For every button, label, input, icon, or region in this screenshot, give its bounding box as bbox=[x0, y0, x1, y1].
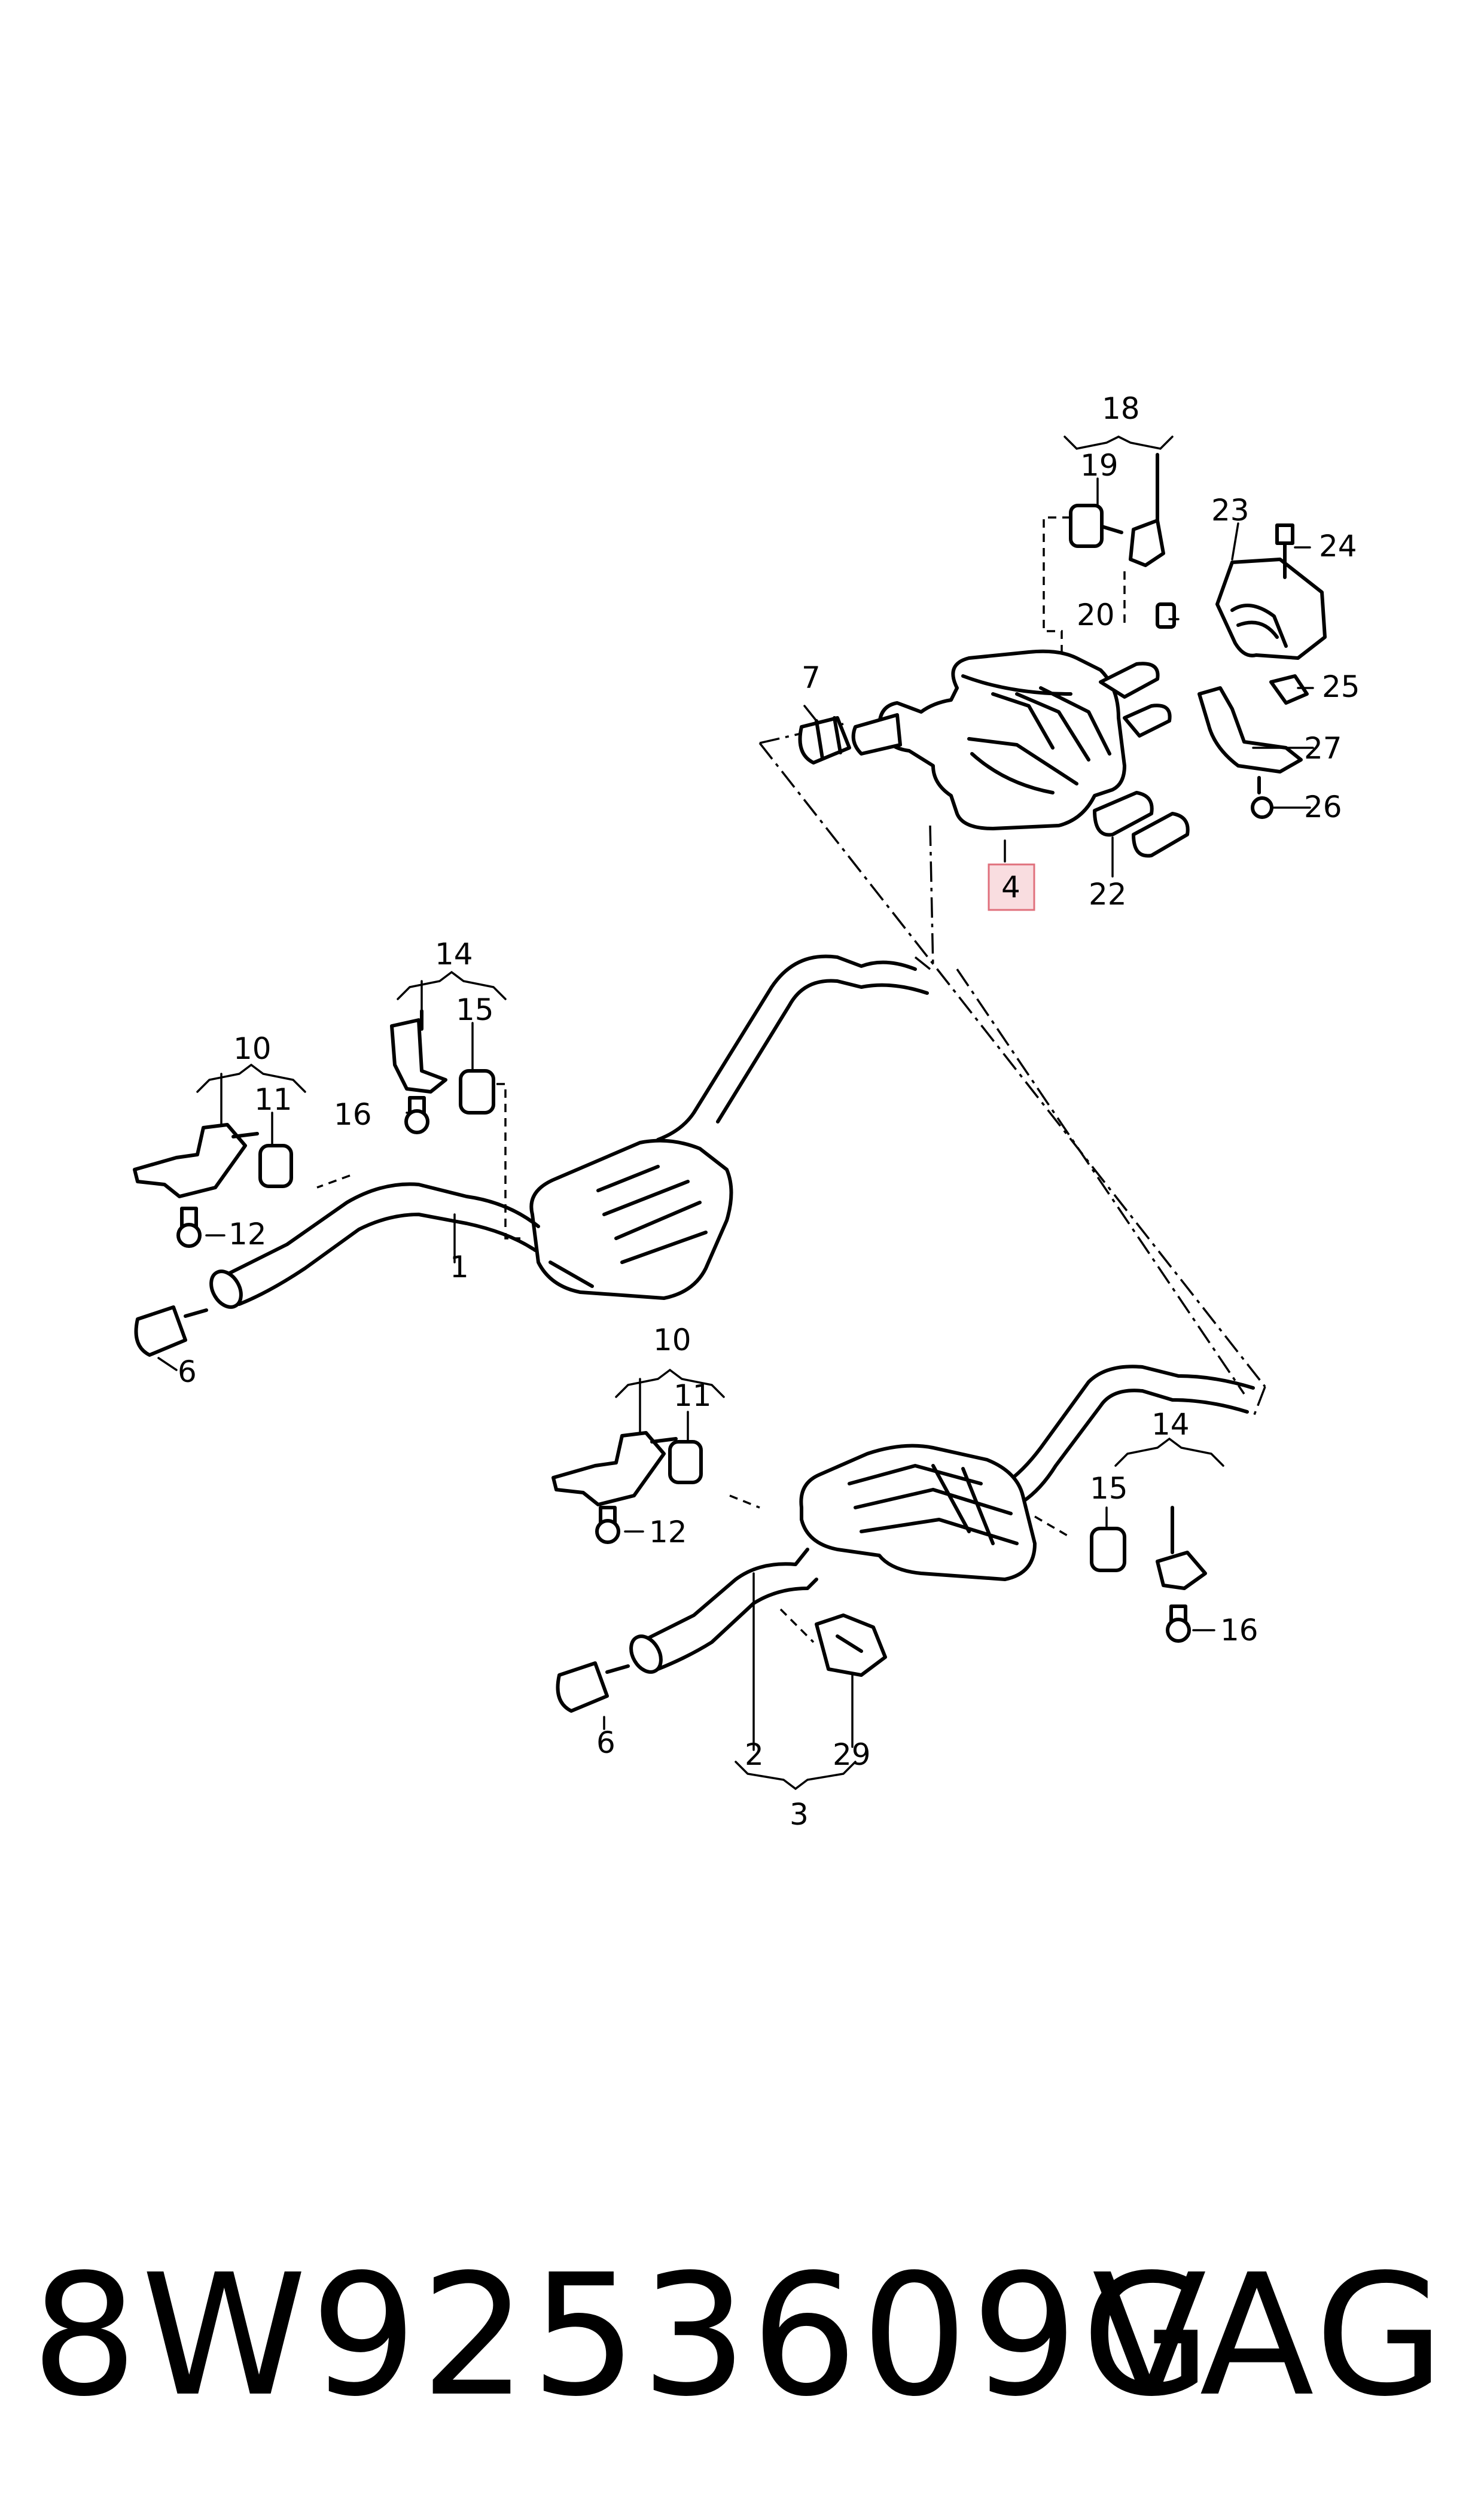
centre-silencer-assembly bbox=[551, 1365, 1255, 1713]
callout-10b: 10 bbox=[653, 1323, 691, 1357]
nut-part-25 bbox=[1269, 674, 1309, 705]
brand-name: VAG bbox=[1092, 2239, 1448, 2434]
callout-14: 14 bbox=[435, 937, 473, 972]
screw-part-24 bbox=[1275, 523, 1294, 579]
callout-6: 6 bbox=[178, 1354, 197, 1389]
callout-24: 24 bbox=[1319, 529, 1357, 564]
callout-14b: 14 bbox=[1151, 1407, 1190, 1442]
callout-labels: 18 19 20 23 24 25 27 26 7 4 22 14 15 16 … bbox=[178, 391, 1360, 1832]
callout-12: 12 bbox=[228, 1217, 267, 1252]
callout-4: 4 bbox=[1001, 870, 1020, 905]
clamp-part-7 bbox=[798, 716, 851, 765]
callout-27: 27 bbox=[1304, 731, 1342, 766]
callout-6b: 6 bbox=[596, 1725, 615, 1760]
callout-22: 22 bbox=[1089, 877, 1127, 912]
callout-11: 11 bbox=[254, 1082, 292, 1117]
callout-10: 10 bbox=[233, 1031, 272, 1066]
callout-7: 7 bbox=[802, 660, 821, 695]
callout-1: 1 bbox=[450, 1250, 469, 1284]
callout-16b: 16 bbox=[1220, 1613, 1258, 1648]
leader-lines bbox=[316, 516, 1266, 1643]
bracket-part-18 bbox=[1129, 453, 1176, 629]
callout-11b: 11 bbox=[674, 1378, 712, 1413]
callout-3: 3 bbox=[790, 1797, 809, 1832]
callout-2: 2 bbox=[745, 1737, 764, 1772]
part-4-highlight bbox=[988, 863, 1035, 911]
callout-18: 18 bbox=[1102, 391, 1140, 426]
footer: 8W9253609G VAG bbox=[0, 2237, 1484, 2435]
front-silencer-assembly bbox=[133, 954, 929, 1357]
callout-12b: 12 bbox=[649, 1515, 687, 1549]
heat-shield-part-23 bbox=[1215, 558, 1327, 660]
callout-16: 16 bbox=[334, 1097, 372, 1132]
callout-15: 15 bbox=[456, 992, 494, 1027]
rear-silencer bbox=[851, 649, 1190, 858]
callout-25: 25 bbox=[1322, 669, 1360, 704]
part-number: 8W9253609G bbox=[31, 2239, 1215, 2434]
callout-23: 23 bbox=[1211, 493, 1250, 528]
callout-20: 20 bbox=[1077, 598, 1115, 632]
callout-19: 19 bbox=[1080, 448, 1119, 483]
hanger-part-19 bbox=[1069, 504, 1123, 548]
callout-26: 26 bbox=[1304, 790, 1342, 824]
callout-15b: 15 bbox=[1090, 1471, 1128, 1506]
callout-29: 29 bbox=[833, 1737, 871, 1772]
bracket-part-27 bbox=[1197, 686, 1303, 819]
callout-connectors bbox=[157, 436, 1314, 1791]
